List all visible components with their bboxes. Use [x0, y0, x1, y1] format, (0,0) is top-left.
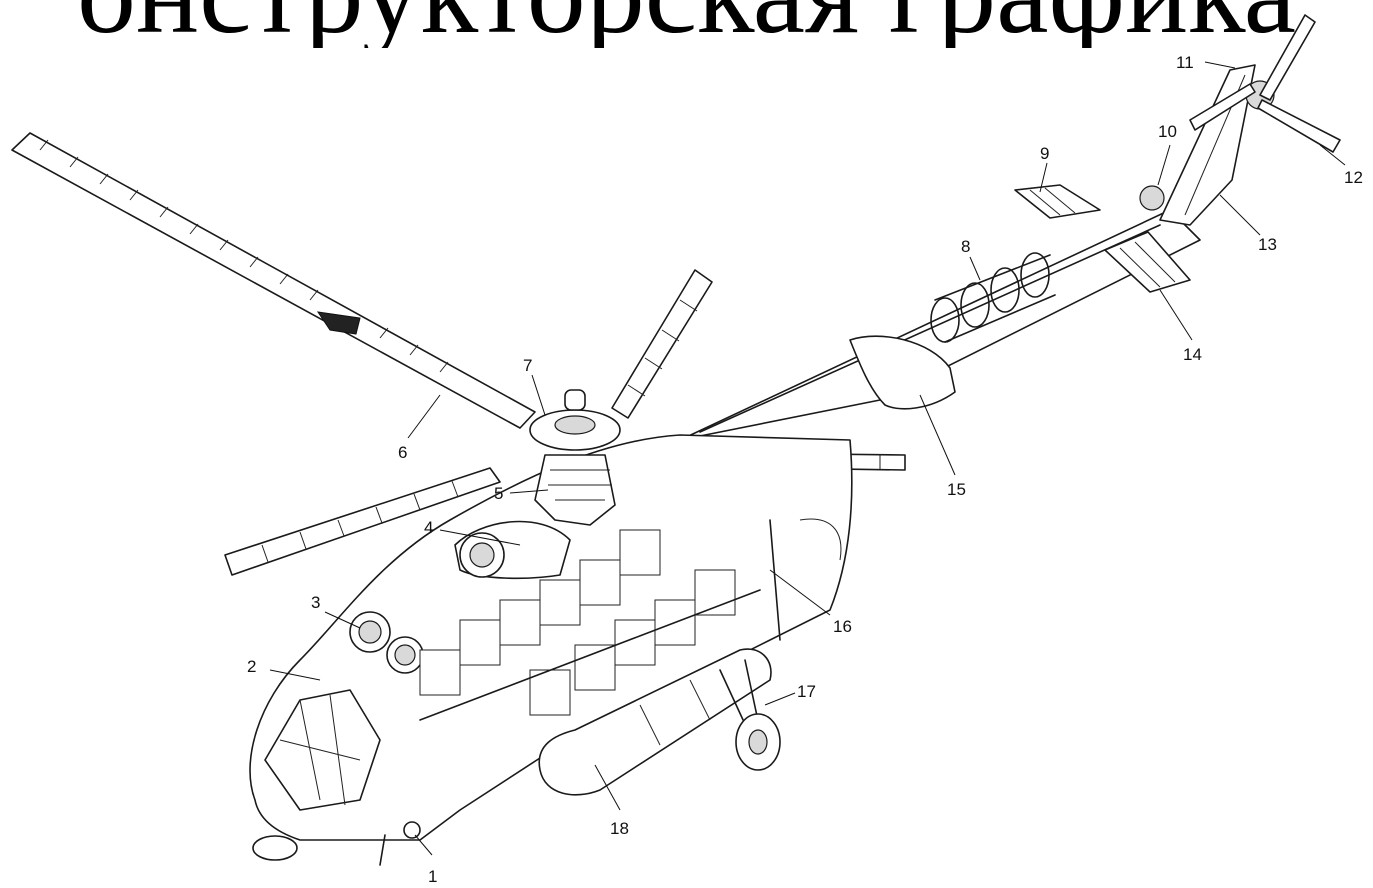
callout-10: 10	[1158, 122, 1177, 141]
callout-1: 1	[428, 867, 437, 886]
callout-leaders	[269, 61, 1346, 856]
callout-4: 4	[424, 518, 433, 537]
callout-11: 11	[1176, 53, 1194, 72]
callout-2: 2	[247, 657, 256, 676]
callout-15: 15	[947, 480, 966, 499]
slide-title: онструкторская графика	[0, 0, 1373, 48]
callout-3: 3	[311, 593, 320, 612]
callout-13: 13	[1258, 235, 1277, 254]
callout-16: 16	[833, 617, 852, 636]
boom-cage	[930, 252, 1056, 343]
callout-18: 18	[610, 819, 629, 838]
fuselage	[249, 389, 853, 866]
callout-14: 14	[1183, 345, 1202, 364]
callout-labels: 1 2 3 4 5 6 7 8 9 10 11 12 13 14 15 16 1…	[247, 53, 1363, 886]
callout-9: 9	[1040, 144, 1049, 163]
callout-5: 5	[494, 484, 503, 503]
callout-8: 8	[961, 237, 970, 256]
callout-7: 7	[523, 356, 532, 375]
callout-6: 6	[398, 443, 407, 462]
callout-17: 17	[797, 682, 816, 701]
callout-12: 12	[1344, 168, 1363, 187]
tail-boom	[679, 14, 1341, 441]
